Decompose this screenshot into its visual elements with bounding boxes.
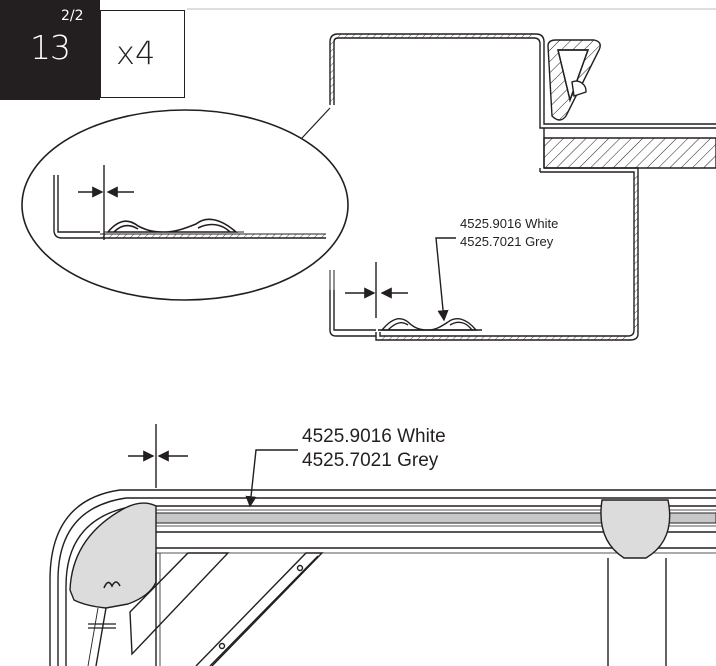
gap-dimension-detail xyxy=(78,165,134,240)
bottom-callout-line2: 4525.7021 Grey xyxy=(302,450,439,471)
top-callout-leader xyxy=(435,237,456,322)
detail-magnifier xyxy=(21,107,349,301)
profile-outer-wall xyxy=(333,37,716,129)
frame-outer-edge xyxy=(49,489,716,666)
seal-strip-frame xyxy=(154,512,603,524)
bottom-callout-leader xyxy=(245,449,298,508)
glass-panel-section xyxy=(543,137,716,169)
quantity-label: x4 xyxy=(116,34,156,72)
profile-inner-wall xyxy=(379,171,635,337)
gap-dimension-top xyxy=(345,262,408,318)
gap-dimension-frame xyxy=(128,424,188,488)
profile-outer-wall-line xyxy=(329,33,716,125)
diagonal-brace xyxy=(129,552,230,656)
step-number-panel: 13 2/2 xyxy=(0,0,100,100)
roller-cap xyxy=(600,499,671,559)
step-number: 13 xyxy=(30,28,71,67)
top-callout-line1: 4525.9016 White xyxy=(460,216,558,231)
top-callout-line2: 4525.7021 Grey xyxy=(460,234,554,249)
quantity-panel: x4 xyxy=(100,10,185,98)
corner-cap xyxy=(69,502,157,609)
profile-section-view xyxy=(329,33,716,341)
detail-ellipse xyxy=(21,109,349,301)
frame-corner-view xyxy=(49,489,716,666)
bottom-callout-line1: 4525.9016 White xyxy=(302,426,446,447)
step-fraction: 2/2 xyxy=(61,8,84,24)
step-header: 13 2/2 x4 xyxy=(0,0,187,100)
